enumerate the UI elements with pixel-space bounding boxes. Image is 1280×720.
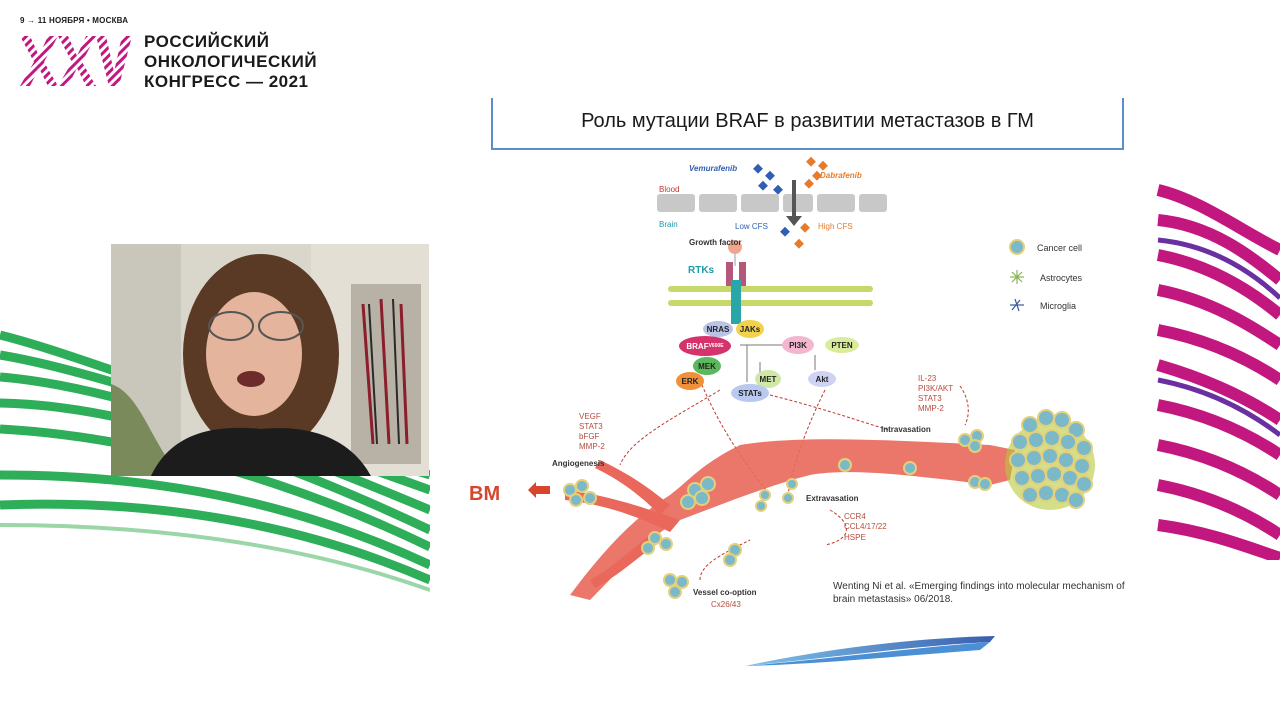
extra-factor-1: CCR4 bbox=[844, 512, 866, 521]
angio-factor-2: STAT3 bbox=[579, 422, 603, 431]
citation-line-1: Wenting Ni et al. «Emerging findings int… bbox=[833, 581, 1125, 592]
pten-node: PTEN bbox=[825, 337, 859, 353]
mek-node: MEK bbox=[693, 357, 721, 375]
dabrafenib-label: Dabrafenib bbox=[820, 171, 862, 180]
legend-microglia: Microglia bbox=[1040, 301, 1077, 311]
jaks-node: JAKs bbox=[736, 320, 764, 338]
blue-swoosh-decoration bbox=[745, 636, 995, 666]
vessel-cooption-label: Vessel co-option bbox=[693, 588, 757, 597]
congress-title-line-1: РОССИЙСКИЙ bbox=[144, 32, 270, 51]
extravasation-label: Extravasation bbox=[806, 494, 859, 503]
angio-factor-1: VEGF bbox=[579, 412, 601, 421]
speaker-webcam-feed bbox=[111, 244, 429, 476]
erk-node: ERK bbox=[676, 372, 704, 390]
cooption-factor-label: Cx26/43 bbox=[711, 600, 741, 609]
intra-factor-2: PI3K/AKT bbox=[918, 384, 954, 393]
blood-label: Blood bbox=[659, 185, 680, 194]
extra-factor-3: HSPE bbox=[844, 533, 866, 542]
braf-label: BRAF bbox=[686, 341, 709, 351]
legend-astrocytes: Astrocytes bbox=[1040, 273, 1083, 283]
intravasation-label: Intravasation bbox=[881, 425, 931, 434]
intra-factor-1: IL-23 bbox=[918, 374, 937, 383]
legend-cancer-cell: Cancer cell bbox=[1037, 243, 1083, 253]
angio-factor-4: MMP-2 bbox=[579, 442, 605, 451]
nras-node: NRAS bbox=[703, 321, 733, 337]
braf-mutation-label: V600E bbox=[708, 343, 724, 349]
intra-factor-4: MMP-2 bbox=[918, 404, 944, 413]
congress-logo bbox=[20, 36, 132, 86]
speaker-video-frame bbox=[111, 244, 429, 476]
event-date: 9 → 11 НОЯБРЯ • МОСКВА bbox=[20, 16, 129, 25]
pi3k-node: PI3K bbox=[782, 336, 814, 354]
angio-factor-3: bFGF bbox=[579, 432, 600, 441]
high-cfs-label: High CFS bbox=[818, 222, 853, 231]
rtks-label: RTKs bbox=[688, 265, 715, 276]
stats-node: STATs bbox=[731, 384, 769, 402]
citation: Wenting Ni et al. «Emerging findings int… bbox=[833, 580, 1153, 606]
intra-factor-3: STAT3 bbox=[918, 394, 942, 403]
met-node: MET bbox=[755, 370, 781, 388]
vemurafenib-label: Vemurafenib bbox=[689, 164, 738, 173]
slide-title-box: Роль мутации BRAF в развитии метастазов … bbox=[491, 98, 1124, 150]
citation-line-2: brain metastasis» 06/2018. bbox=[833, 594, 954, 605]
brain-label: Brain bbox=[659, 220, 678, 229]
congress-title-line-3: КОНГРЕСС — 2021 bbox=[144, 72, 309, 91]
akt-node: Akt bbox=[808, 371, 836, 387]
angiogenesis-label: Angiogenesis bbox=[552, 459, 605, 468]
braf-pathway-diagram bbox=[528, 156, 1095, 600]
growth-factor-label: Growth factor bbox=[689, 238, 742, 247]
slide-title: Роль мутации BRAF в развитии метастазов … bbox=[581, 110, 1034, 132]
extra-factor-2: CCL4/17/22 bbox=[844, 522, 887, 531]
congress-title-line-2: ОНКОЛОГИЧЕСКИЙ bbox=[144, 52, 318, 71]
low-cfs-label: Low CFS bbox=[735, 222, 768, 231]
bm-label: BM bbox=[469, 483, 501, 505]
magenta-wave-decoration bbox=[1156, 180, 1280, 560]
